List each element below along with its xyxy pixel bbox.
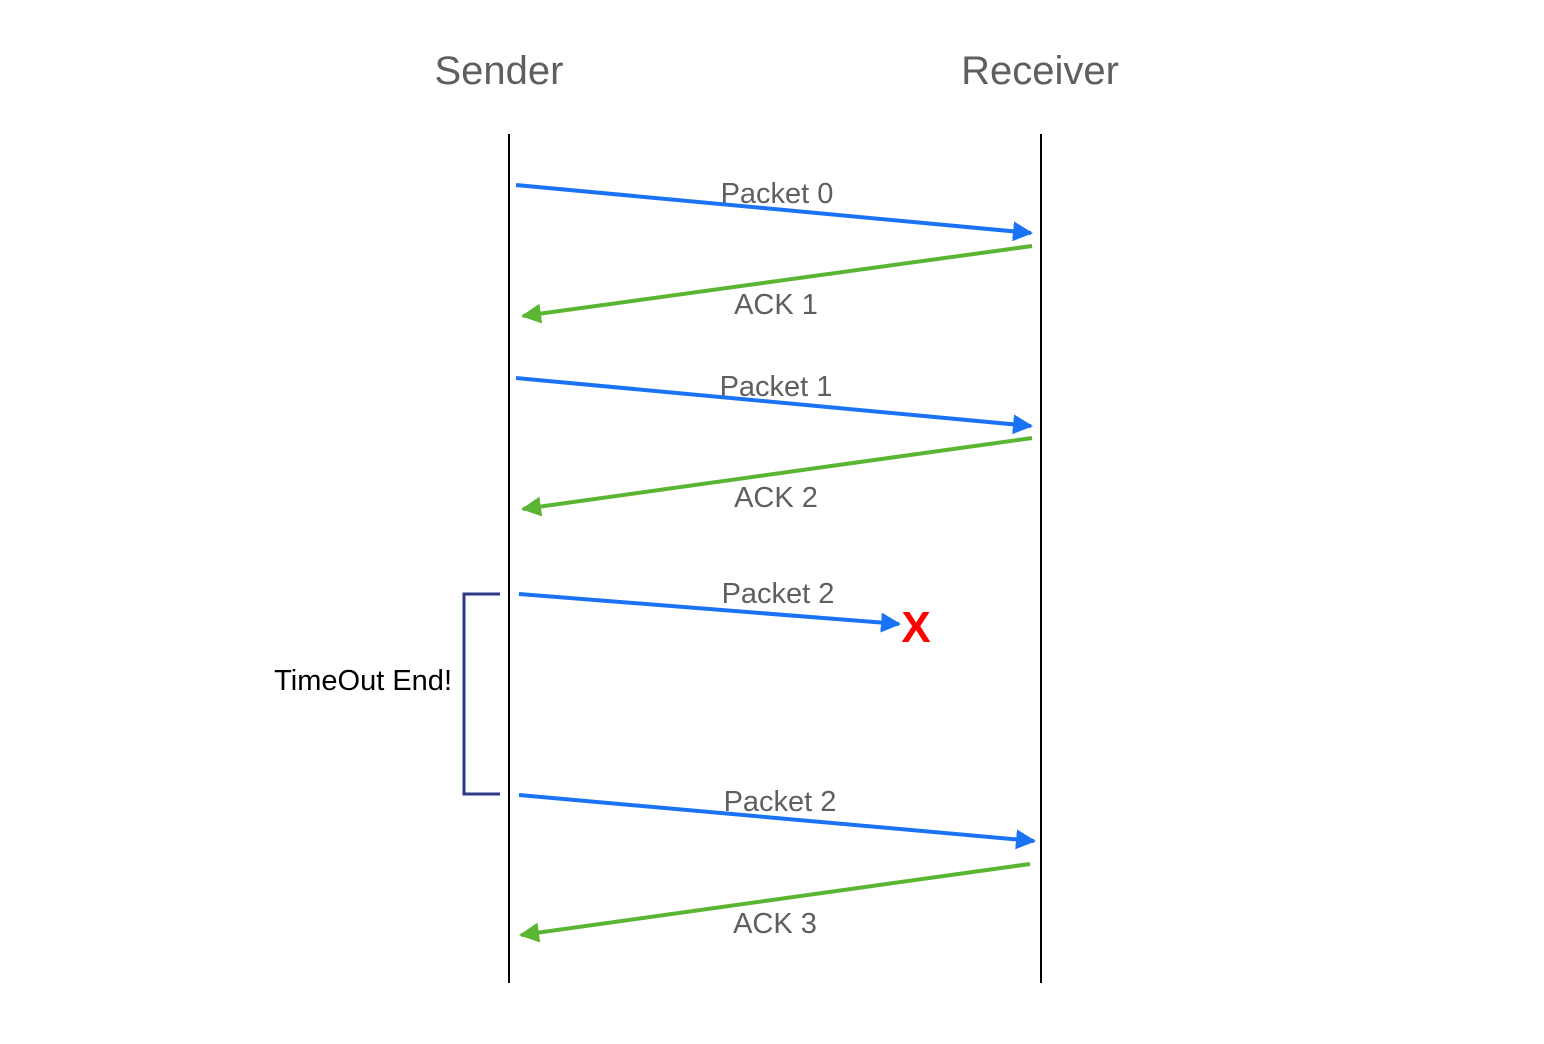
- packet-1-arrow: [515, 376, 1033, 435]
- packet-0-arrow: [515, 183, 1033, 242]
- ack-3-arrow: [519, 862, 1031, 943]
- ack-2-arrow: [521, 436, 1033, 517]
- receiver-label: Receiver: [961, 49, 1119, 93]
- packet-2-retransmit-arrow: [518, 793, 1036, 850]
- ack-1-arrow: [521, 244, 1033, 324]
- packet-2-retransmit-label: Packet 2: [724, 786, 837, 818]
- ack-1-label: ACK 1: [734, 289, 818, 321]
- packet-2-lost-arrow: [518, 592, 901, 633]
- timeout-label: TimeOut End!: [274, 665, 452, 697]
- packet-1-label: Packet 1: [720, 371, 833, 403]
- ack-3-label: ACK 3: [733, 908, 817, 940]
- lost-x-mark: X: [901, 603, 930, 652]
- packet-2-lost-label: Packet 2: [722, 578, 835, 610]
- ack-2-label: ACK 2: [734, 482, 818, 514]
- packet-0-label: Packet 0: [721, 178, 834, 210]
- timeout-bracket: [462, 592, 500, 796]
- sender-label: Sender: [435, 49, 564, 93]
